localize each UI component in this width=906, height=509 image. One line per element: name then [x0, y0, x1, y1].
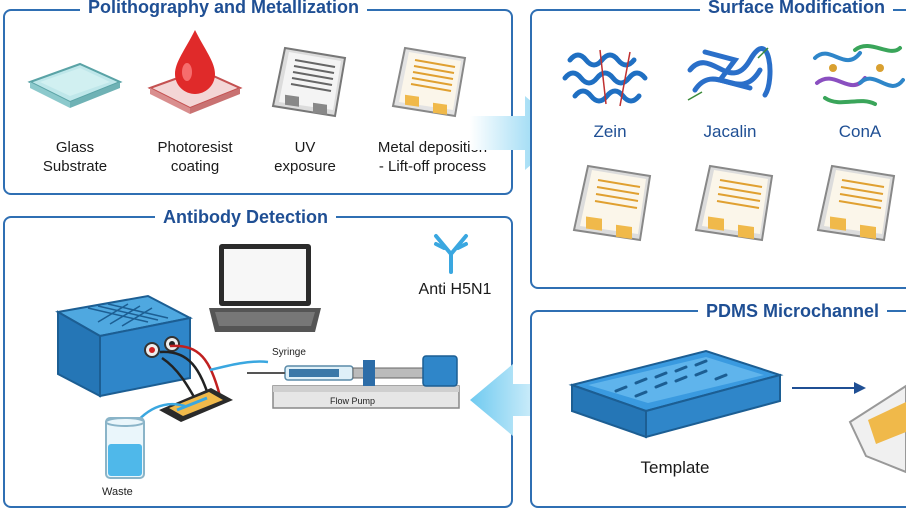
zein-label: Zein — [593, 122, 627, 141]
antibody-y-icon — [432, 232, 470, 274]
lithography-panel-title: Polithography and Metallization — [80, 0, 368, 18]
surface-panel-title: Surface Modification — [700, 0, 894, 18]
antibody-panel-title: Antibody Detection — [155, 206, 336, 228]
template-label: Template — [640, 458, 710, 477]
zein-protein-icon — [560, 40, 660, 110]
electrode-chip-cona-icon — [812, 160, 902, 245]
electrode-chip-jacalin-icon — [690, 160, 780, 245]
cona-protein-icon — [805, 38, 905, 110]
waste-label: Waste — [102, 486, 133, 498]
jacalin-protein-icon — [680, 40, 780, 110]
uv-exposure-label: UV exposure — [274, 139, 336, 175]
metal-electrode-chip-icon — [385, 40, 475, 120]
pdms-panel-title: PDMS Microchannel — [698, 300, 888, 322]
photoresist-label: Photoresist coating — [157, 139, 233, 175]
potentiostat-device-icon — [48, 292, 198, 402]
glass-substrate-label: Glass Substrate — [42, 139, 108, 175]
laptop-icon — [205, 242, 325, 342]
jacalin-label: Jacalin — [703, 122, 757, 141]
anti-h5n1-label: Anti H5N1 — [418, 281, 492, 298]
arrow-to-bonded-chip-icon — [790, 378, 870, 398]
sensor-chip-icon — [155, 382, 235, 427]
glass-substrate-icon — [25, 52, 125, 112]
electrode-chip-zein-icon — [568, 160, 658, 245]
cona-label: ConA — [838, 122, 882, 141]
flow-pump-label: Flow Pump — [330, 396, 376, 406]
syringe-pump-icon — [245, 352, 465, 414]
uv-exposure-chip-icon — [265, 40, 355, 120]
waste-beaker-icon — [100, 414, 150, 482]
metal-deposition-label: Metal deposition - Lift-off process — [377, 139, 488, 175]
photoresist-drop-icon — [145, 28, 245, 118]
arrow-to-antibody-icon — [468, 360, 568, 440]
bonded-chip-icon — [846, 372, 906, 482]
pdms-template-icon — [566, 345, 786, 445]
syringe-label: Syringe — [272, 347, 306, 358]
